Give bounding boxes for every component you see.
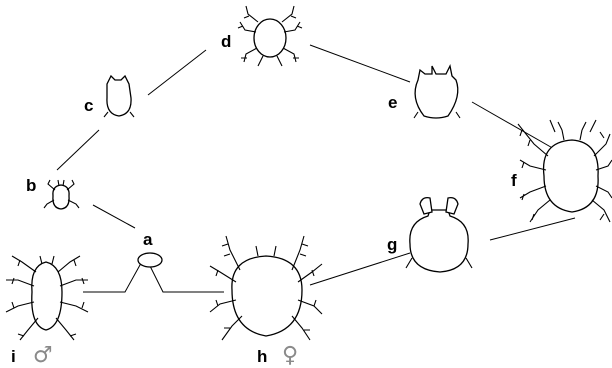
adult-h (209, 235, 323, 341)
label-i: i (11, 347, 16, 366)
line-b-c (56, 129, 100, 171)
label-d: d (221, 32, 231, 51)
label-f: f (511, 171, 517, 190)
line-f-g (489, 217, 576, 241)
line-g-h (309, 252, 411, 286)
nymph-e (413, 64, 461, 119)
stage-g (405, 196, 473, 273)
larva-b (43, 179, 80, 210)
adult-f (517, 119, 612, 223)
line-c-d (147, 49, 207, 96)
male-symbol: ♂ (33, 343, 53, 368)
adult-i (5, 255, 89, 341)
label-h: h (257, 347, 267, 366)
line-b-a (92, 204, 136, 229)
line-d-e (309, 44, 411, 83)
label-b: b (26, 176, 36, 195)
nymph-c (103, 74, 135, 118)
nymph-d (237, 5, 303, 67)
label-e: e (388, 93, 397, 112)
label-g: g (387, 235, 397, 254)
cycle-lines (56, 44, 576, 293)
female-symbol: ♀ (282, 343, 298, 368)
label-a: a (143, 230, 153, 249)
egg-a (137, 252, 163, 268)
line-e-f (471, 101, 557, 151)
label-c: c (84, 96, 93, 115)
